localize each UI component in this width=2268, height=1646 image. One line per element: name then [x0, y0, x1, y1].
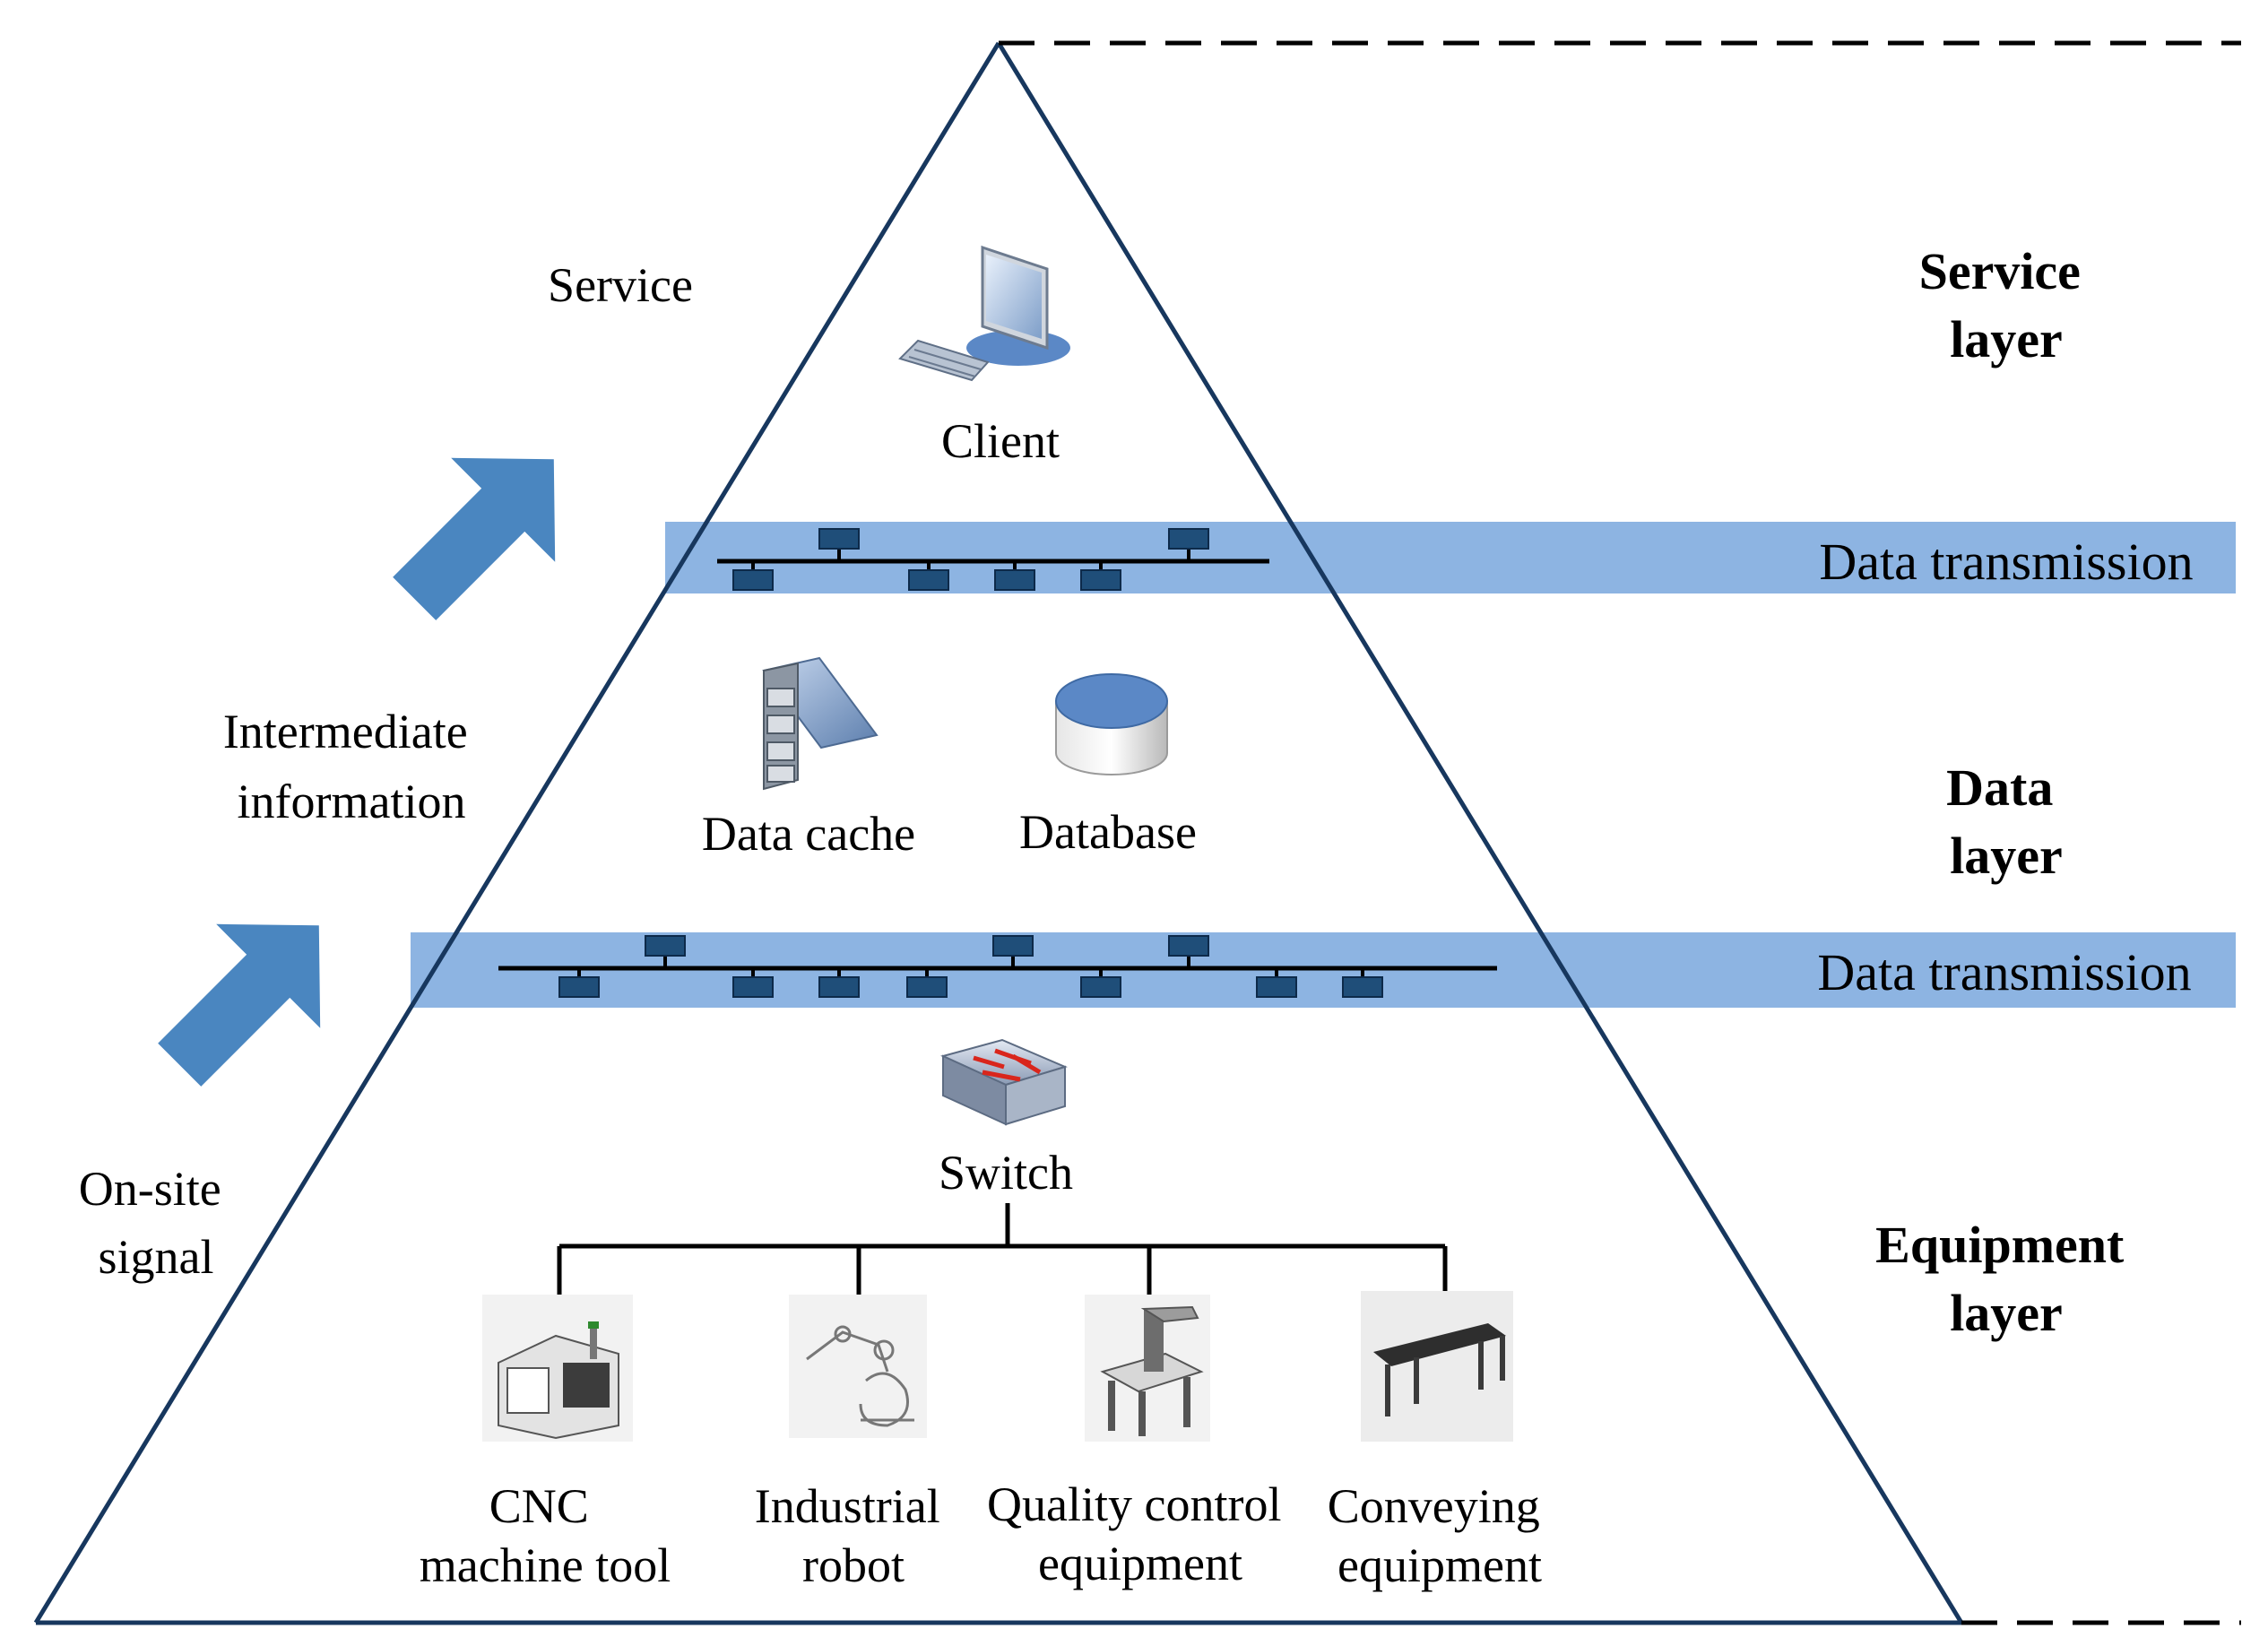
upper-transmission-label: Data transmission [1819, 533, 2193, 591]
client-label: Client [941, 414, 1060, 468]
equipment-label-cnc: CNC machine tool [420, 1479, 671, 1592]
intermediate-flow-label: Intermediate information [223, 705, 480, 828]
industrial-robot-icon [789, 1295, 927, 1438]
switch-label: Switch [939, 1146, 1073, 1200]
dashed-guides [999, 40, 2241, 1625]
equipment-connectors [557, 1203, 1448, 1295]
database-icon [1055, 673, 1168, 775]
computer-icon [898, 245, 1070, 382]
data-layer-label: Data layer [1946, 758, 2066, 885]
network-switch-icon [940, 1038, 1068, 1126]
server-icon [762, 656, 879, 791]
lower-bus [498, 935, 1497, 998]
service-layer-label: Service layer [1919, 242, 2094, 368]
cnc-machine-icon [482, 1295, 633, 1442]
conveyor-icon [1361, 1291, 1513, 1442]
equipment-label-robot: Industrial robot [755, 1479, 952, 1592]
equipment-label-quality: Quality control equipment [987, 1477, 1294, 1590]
pyramid-outline [33, 41, 1964, 1625]
arrow-up-right-icon [393, 457, 556, 620]
upper-bus [717, 528, 1269, 591]
equipment-label-conveying: Conveying equipment [1328, 1479, 1553, 1592]
database-label: Database [1019, 805, 1197, 859]
arrow-up-right-icon [158, 923, 321, 1087]
data-cache-label: Data cache [702, 807, 915, 861]
service-flow-label: Service [548, 258, 693, 312]
lower-transmission-label: Data transmission [1817, 943, 2191, 1001]
quality-control-icon [1085, 1295, 1210, 1442]
onsite-flow-label: On-site signal [79, 1162, 233, 1284]
equipment-layer-label: Equipment layer [1875, 1216, 2137, 1342]
